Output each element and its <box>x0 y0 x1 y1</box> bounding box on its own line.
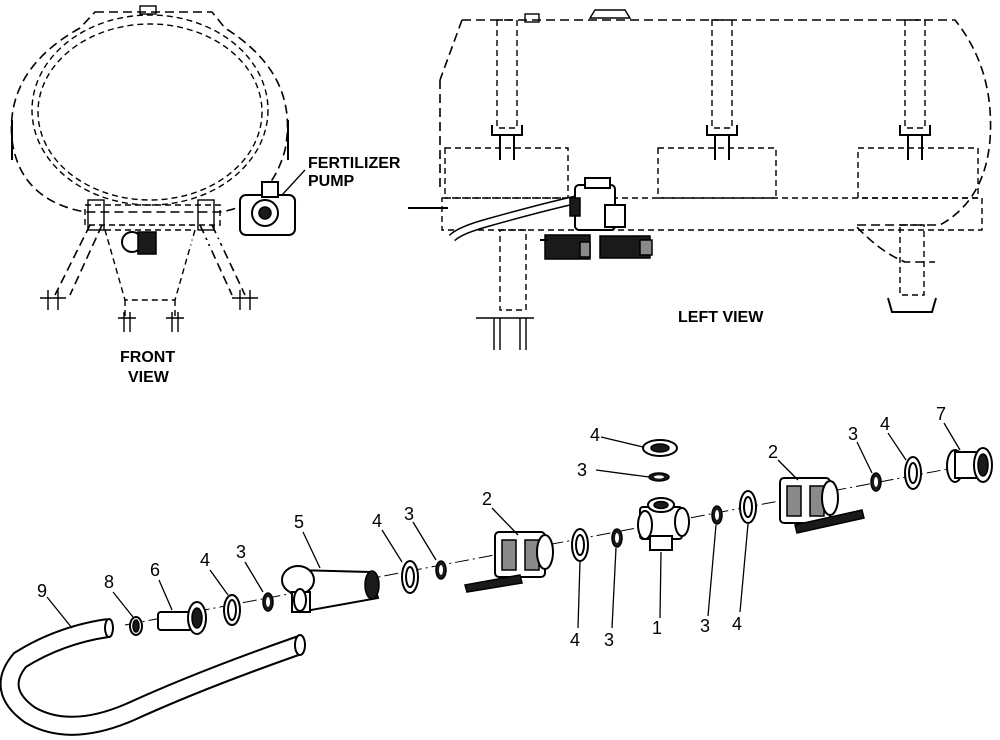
callout-7: 7 <box>936 404 946 424</box>
part-4-gasket-e <box>904 456 922 490</box>
part-5-strainer <box>281 565 380 614</box>
part-1-tee <box>637 497 690 551</box>
part-3-oring-d <box>711 505 723 525</box>
exploded-assembly <box>0 422 993 736</box>
callout-3-top: 3 <box>577 460 587 480</box>
left-view-label: LEFT VIEW <box>678 309 764 326</box>
callout-1: 1 <box>652 618 662 638</box>
part-6-barb <box>157 601 207 635</box>
callout-5: 5 <box>294 512 304 532</box>
front-view-drawing <box>10 5 300 332</box>
callout-4b: 4 <box>372 511 382 531</box>
callout-4c: 4 <box>570 630 580 650</box>
fertilizer-pump-front <box>239 181 296 236</box>
part-7-fitting <box>946 447 993 483</box>
callout-3b: 3 <box>404 504 414 524</box>
fertilizer-pump-label-2: PUMP <box>308 173 355 190</box>
part-3-oring-b <box>435 560 447 580</box>
callout-3c: 3 <box>604 630 614 650</box>
callout-4-top: 4 <box>590 425 600 445</box>
part-3-oring-e <box>870 472 882 492</box>
part-8-clamp <box>129 616 143 636</box>
part-3-oring-a <box>262 592 274 612</box>
part-9-hose <box>0 618 306 736</box>
part-4-gasket-top <box>642 439 678 457</box>
fertilizer-pump-left <box>540 177 653 260</box>
callout-2b: 2 <box>768 442 778 462</box>
part-4-gasket-c <box>571 528 589 562</box>
callout-9: 9 <box>37 581 47 601</box>
left-view-drawing <box>408 9 992 350</box>
fitting-front <box>121 231 157 255</box>
callout-3a: 3 <box>236 542 246 562</box>
callout-6: 6 <box>150 560 160 580</box>
callout-4e: 4 <box>880 414 890 434</box>
part-4-gasket-b <box>401 560 419 594</box>
part-2-valve-a <box>464 531 554 593</box>
part-4-gasket-d <box>739 490 757 524</box>
part-2-valve-b <box>779 477 865 534</box>
callout-3e: 3 <box>848 424 858 444</box>
callout-4d: 4 <box>732 614 742 634</box>
part-3-oring-top <box>648 472 670 482</box>
front-view-label-2: VIEW <box>128 369 170 386</box>
callout-2a: 2 <box>482 489 492 509</box>
callout-8: 8 <box>104 572 114 592</box>
callout-numbers: 9 8 6 4 3 5 4 3 2 4 3 1 3 4 4 3 2 3 4 7 <box>37 404 946 650</box>
callout-3d: 3 <box>700 616 710 636</box>
callout-4a: 4 <box>200 550 210 570</box>
front-view-label-1: FRONT <box>120 349 175 366</box>
part-4-gasket-a <box>223 594 241 626</box>
fertilizer-pump-label-1: FERTILIZER <box>308 155 401 172</box>
part-3-oring-c <box>611 528 623 548</box>
